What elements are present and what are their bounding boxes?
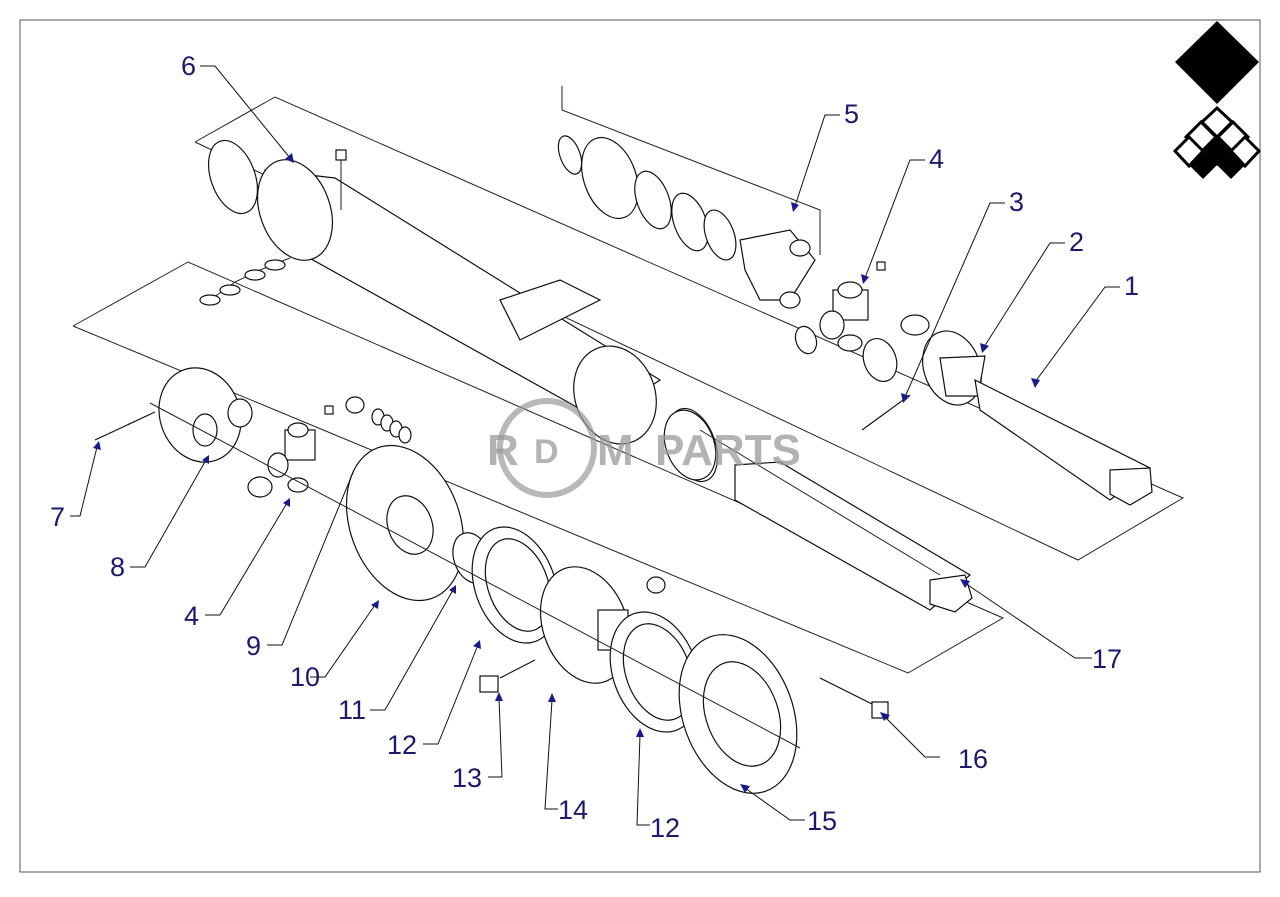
callout-8: 8 [110, 552, 125, 582]
short-bolt [479, 659, 536, 693]
callout-6: 6 [181, 51, 196, 81]
callout-15: 15 [807, 806, 837, 836]
callout-12-left: 12 [387, 730, 417, 760]
spring-pin [345, 396, 412, 444]
watermark-letter-d: D [534, 433, 559, 471]
callout-4-lower: 4 [184, 601, 199, 631]
lower-assembly-plane [72, 261, 1005, 674]
upper-axis-line [699, 429, 941, 576]
callout-17: 17 [1092, 644, 1122, 674]
bearing-set [557, 135, 818, 355]
clutch-hub [539, 566, 666, 684]
callout-5: 5 [844, 99, 859, 129]
callout-1: 1 [1124, 271, 1139, 301]
callout-16: 16 [958, 744, 988, 774]
callout-11: 11 [338, 695, 366, 725]
callout-10: 10 [290, 662, 320, 692]
lower-cross-journal [247, 405, 334, 498]
callout-9: 9 [246, 631, 261, 661]
upper-cross-journal [819, 261, 886, 352]
rdm-parts-watermark: R D M PARTS [487, 398, 801, 498]
clutch-flange [345, 444, 465, 602]
friction-disc-second [609, 611, 701, 733]
inner-profile-tube [974, 378, 1153, 506]
callout-14: 14 [558, 795, 588, 825]
upper-assembly-plane [194, 96, 1185, 561]
outer-profile-tube [663, 409, 973, 613]
leader-lines [70, 65, 1120, 826]
yoke-subassembly-bracket [561, 86, 821, 255]
lower-yoke [94, 367, 253, 463]
callout-13: 13 [452, 763, 482, 793]
upper-yoke [861, 314, 986, 431]
friction-disc [471, 526, 559, 644]
callout-2: 2 [1069, 227, 1084, 257]
lower-axis-line [149, 402, 801, 749]
watermark-letter-r: R [487, 426, 519, 475]
callout-12-right: 12 [650, 813, 680, 843]
watermark-brand: PARTS [655, 426, 801, 475]
diagram-border [19, 19, 1261, 873]
callout-labels: 1 2 3 4 5 6 7 8 4 9 10 11 12 13 14 12 15… [50, 51, 1139, 843]
watermark-letter-m: M [597, 426, 634, 475]
pressure-plate [678, 634, 798, 794]
callout-4-upper: 4 [929, 144, 944, 174]
long-bolt [819, 677, 889, 719]
callout-7: 7 [50, 502, 65, 532]
diamond-logo-icon [1172, 21, 1262, 179]
callout-3: 3 [1009, 187, 1024, 217]
